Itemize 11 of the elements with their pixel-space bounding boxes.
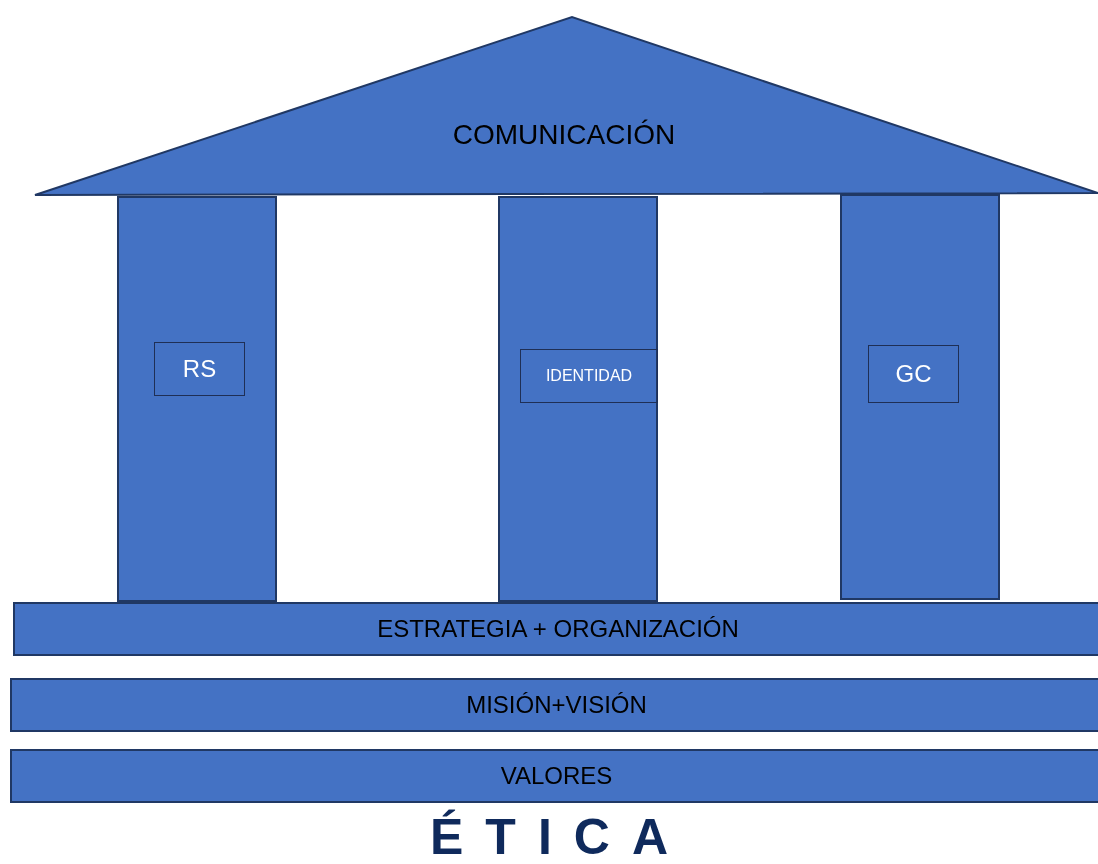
pillar xyxy=(498,196,658,602)
pillar-label: GC xyxy=(868,345,959,403)
foundation-band: ESTRATEGIA + ORGANIZACIÓN xyxy=(13,602,1098,656)
pillar-label: RS xyxy=(154,342,245,396)
roof-label: COMUNICACIÓN xyxy=(451,119,677,151)
pillar-label: IDENTIDAD xyxy=(520,349,658,403)
pillar xyxy=(840,194,1000,600)
foundation-title: ÉTICA xyxy=(429,808,691,864)
foundation-band: VALORES xyxy=(10,749,1098,803)
pillar xyxy=(117,196,277,602)
foundation-band: MISIÓN+VISIÓN xyxy=(10,678,1098,732)
